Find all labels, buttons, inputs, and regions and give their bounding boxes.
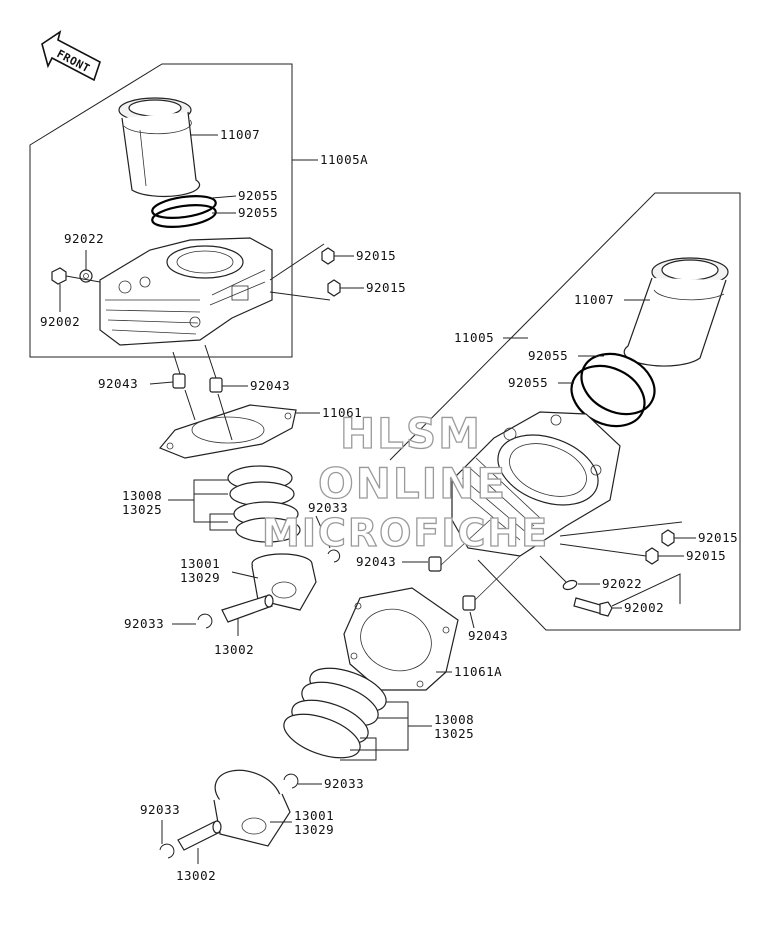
upper-cylinder-block (99, 237, 273, 346)
upper-washer-label: 92022 (64, 231, 104, 246)
lower-assembly-label: 11005 (454, 330, 494, 345)
upper-rings-2-label: 13025 (122, 502, 162, 517)
upper-cylinder-sleeve (118, 97, 201, 198)
lower-bolt (573, 597, 613, 617)
lower-nut-1-label: 92015 (698, 530, 738, 545)
upper-piston (251, 553, 317, 611)
upper-bolt-label: 92002 (40, 314, 80, 329)
lower-cylinder-sleeve (623, 257, 729, 367)
upper-assembly-frame (29, 63, 318, 358)
upper-piston-pin (221, 594, 274, 623)
lower-pin-label: 13002 (176, 868, 216, 883)
lower-circlip-right-label: 92033 (324, 776, 364, 791)
upper-rings-1-label: 13008 (122, 488, 162, 503)
upper-sleeve-label: 11007 (220, 127, 260, 142)
upper-o-ring-1-label: 92055 (238, 188, 278, 203)
watermark-line-3: MICROFICHE (262, 511, 549, 555)
lower-nut-2 (645, 547, 659, 565)
lower-o-rings (570, 352, 656, 428)
upper-gasket (159, 404, 297, 459)
watermark-line-2: ONLINE (318, 459, 507, 508)
upper-nut-2 (327, 279, 341, 297)
upper-piston-2-label: 13029 (180, 570, 220, 585)
lower-piston-1-label: 13001 (294, 808, 334, 823)
lower-circlip-left-label: 92033 (140, 802, 180, 817)
upper-assembly-label: 11005A (320, 152, 368, 167)
upper-pin-label: 13002 (214, 642, 254, 657)
watermark-line-1: HLSM (340, 409, 482, 458)
upper-nut-1-label: 92015 (356, 248, 396, 263)
lower-dowel-left (428, 556, 442, 572)
lower-bolt-label: 92002 (624, 600, 664, 615)
lower-rings-1-label: 13008 (434, 712, 474, 727)
lower-cylinder-block (451, 411, 621, 557)
lower-washer-label: 92022 (602, 576, 642, 591)
upper-nut-2-label: 92015 (366, 280, 406, 295)
upper-gasket-label: 11061 (322, 405, 362, 420)
upper-circlip-left-label: 92033 (124, 616, 164, 631)
upper-o-rings (151, 195, 217, 228)
upper-bolt (51, 267, 101, 285)
lower-dowel-left-label: 92043 (356, 554, 396, 569)
lower-assembly-frame (389, 192, 741, 631)
upper-dowel-right (209, 377, 223, 393)
lower-dowel-right (462, 595, 476, 611)
upper-dowel-left-label: 92043 (98, 376, 138, 391)
lower-piston-rings (283, 667, 387, 759)
upper-piston-1-label: 13001 (180, 556, 220, 571)
lower-piston-2-label: 13029 (294, 822, 334, 837)
lower-gasket (343, 587, 459, 691)
lower-o-ring-2-label: 92055 (508, 375, 548, 390)
lower-piston (213, 769, 291, 847)
upper-circlip-left (197, 613, 213, 629)
lower-washer (562, 579, 578, 591)
lower-dowel-right-label: 92043 (468, 628, 508, 643)
upper-o-ring-2-label: 92055 (238, 205, 278, 220)
upper-dowel-right-label: 92043 (250, 378, 290, 393)
lower-o-ring-1-label: 92055 (528, 348, 568, 363)
upper-dowel-left (172, 373, 186, 389)
front-arrow-icon: FRONT (41, 30, 101, 82)
upper-circlip-right (327, 549, 341, 563)
upper-piston-rings (227, 465, 301, 543)
upper-nut-1 (321, 247, 335, 265)
lower-rings-2-label: 13025 (434, 726, 474, 741)
lower-circlip-left (159, 843, 175, 859)
lower-sleeve-label: 11007 (574, 292, 614, 307)
lower-nut-2-label: 92015 (686, 548, 726, 563)
upper-circlip-right-label: 92033 (308, 500, 348, 515)
lower-nut-1 (661, 529, 675, 547)
lower-gasket-label: 11061A (454, 664, 502, 679)
lower-piston-pin (177, 820, 222, 851)
watermark: HLSM ONLINE MICROFICHE (261, 408, 549, 555)
lower-circlip-right (283, 773, 299, 789)
